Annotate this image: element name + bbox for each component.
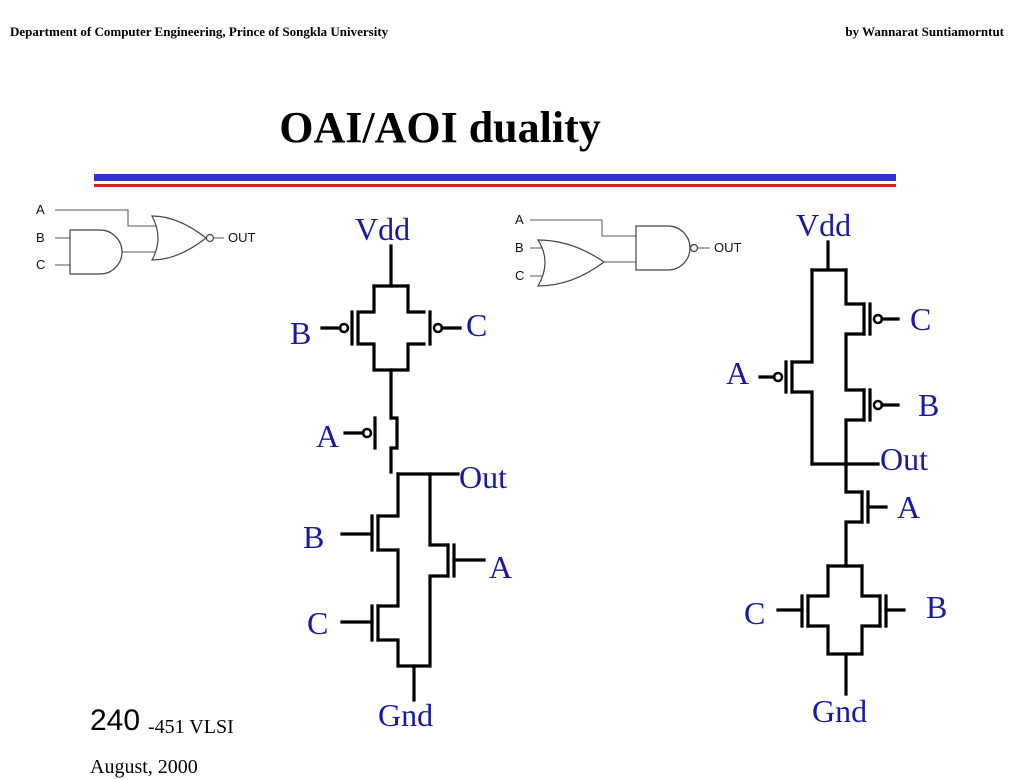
label-right-pullup-c: C — [910, 301, 931, 337]
label-left-pulldown-a: A — [489, 549, 512, 585]
title-rule-blue — [94, 174, 896, 181]
label-left-pullup-b: B — [290, 315, 311, 351]
label-right-pullup-b: B — [918, 387, 939, 423]
gate-left-input-c: C — [36, 257, 45, 272]
label-right-pullup-a: A — [726, 355, 749, 391]
transistor-circuit-right — [758, 240, 906, 696]
label-right-pulldown-b: B — [926, 589, 947, 625]
slide-title: OAI/AOI duality — [279, 103, 601, 152]
and-gate-shape — [69, 229, 123, 275]
label-left-gnd: Gnd — [378, 697, 433, 733]
label-left-vdd: Vdd — [355, 211, 410, 247]
gate-right-input-a: A — [515, 212, 524, 227]
gate-right-input-c: C — [515, 268, 524, 283]
gate-right-input-b: B — [515, 240, 524, 255]
label-left-pullup-a: A — [316, 418, 339, 454]
gate-symbol-right: A B C OUT — [515, 212, 742, 287]
label-right-vdd: Vdd — [796, 207, 851, 243]
gate-left-input-b: B — [36, 230, 45, 245]
footer-course-number: 240 — [90, 704, 141, 737]
footer-course-name: -451 VLSI — [148, 716, 234, 738]
label-left-out: Out — [459, 459, 507, 495]
or-gate-shape — [150, 215, 207, 261]
inverter-bubble — [689, 243, 699, 253]
and-gate-shape — [635, 225, 691, 271]
label-right-pulldown-a: A — [897, 489, 920, 525]
header-department: Department of Computer Engineering, Prin… — [10, 24, 389, 39]
transistor-circuit-left — [320, 244, 486, 702]
gate-left-output: OUT — [228, 230, 256, 245]
title-rule-red — [94, 184, 896, 187]
gate-right-output: OUT — [714, 240, 742, 255]
gate-symbol-left: A B C OUT — [36, 202, 256, 275]
label-right-gnd: Gnd — [812, 693, 867, 729]
label-right-pulldown-c: C — [744, 595, 765, 631]
gate-left-input-a: A — [36, 202, 45, 217]
label-left-pullup-c: C — [466, 307, 487, 343]
label-right-out: Out — [880, 441, 928, 477]
label-left-pulldown-b: B — [303, 519, 324, 555]
inverter-bubble — [205, 233, 215, 243]
or-gate-shape — [536, 239, 606, 287]
header-author: by Wannarat Suntiamorntut — [845, 24, 1004, 39]
label-left-pulldown-c: C — [307, 605, 328, 641]
